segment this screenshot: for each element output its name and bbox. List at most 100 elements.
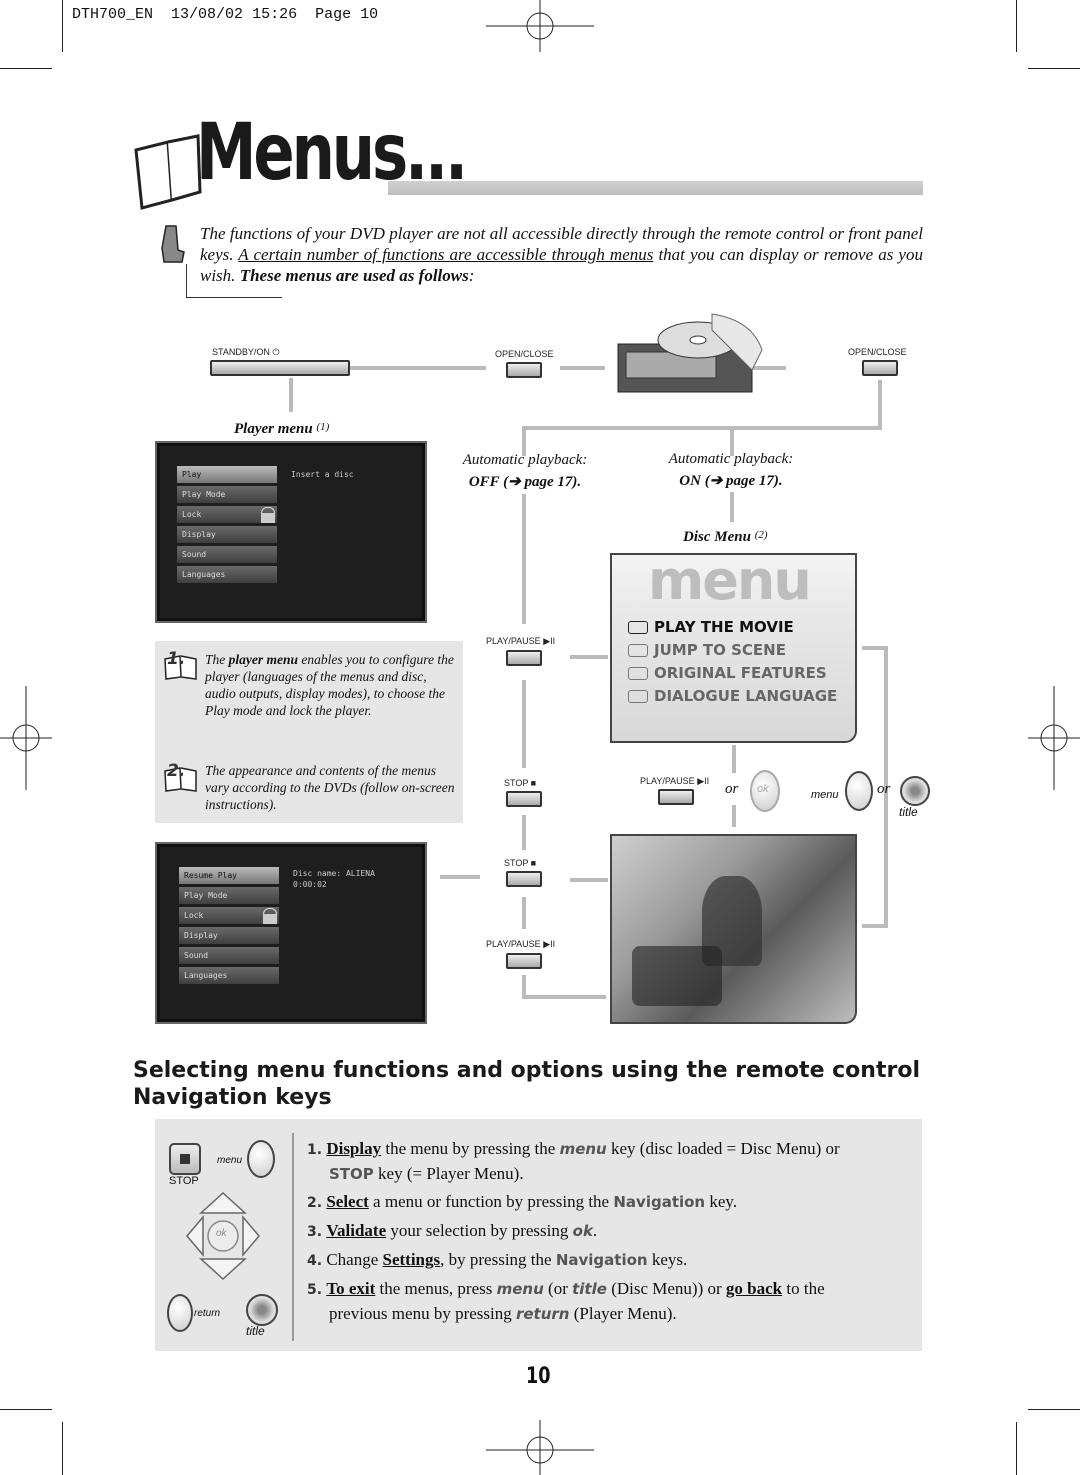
title-key-label: title [899, 805, 918, 819]
crop-mark [1016, 0, 1017, 52]
player-menu-item-languages[interactable]: Languages [179, 967, 279, 984]
disc-menu-item-dialogue-language[interactable]: DIALOGUE LANGUAGE [628, 687, 837, 705]
padlock-icon [261, 507, 275, 518]
auto-playback-on-caption: Automatic playback: ON (➔ page 17). [668, 451, 794, 489]
player-menu-item-play-mode[interactable]: Play Mode [177, 486, 277, 503]
section-heading: Selecting menu functions and options usi… [133, 1058, 920, 1110]
registration-mark-right [1028, 686, 1080, 790]
crop-mark [1028, 68, 1080, 69]
title-key-label: title [246, 1324, 265, 1338]
open-close-key-label-2: OPEN/CLOSE [848, 347, 907, 357]
player-menu-item-lock[interactable]: Lock [179, 907, 279, 924]
crop-mark [0, 68, 52, 69]
flow-arrow [522, 815, 526, 850]
player-menu-screenshot: Play Play Mode Lock Display Sound Langua… [155, 441, 427, 623]
menu-key-label: menu [811, 789, 839, 801]
selector-icon [628, 690, 648, 703]
flow-arrow [522, 680, 526, 768]
flow-arrow [730, 426, 734, 456]
flow-arrow [560, 366, 605, 370]
standby-button[interactable] [210, 360, 350, 376]
flow-arrow [752, 366, 786, 370]
flow-arrow [732, 805, 736, 827]
step-5: 5. To exit the menus, press menu (or tit… [307, 1279, 825, 1323]
title-button[interactable] [900, 776, 930, 806]
flow-arrow [522, 426, 882, 430]
play-pause-button-3[interactable] [506, 953, 542, 969]
return-key-label: return [194, 1308, 221, 1319]
step-4: 4. Change Settings, by pressing the Navi… [307, 1250, 688, 1269]
note-number: 1. [167, 649, 186, 669]
flow-arrow [570, 655, 608, 659]
disc-menu-item-original-features[interactable]: ORIGINAL FEATURES [628, 664, 827, 682]
crop-mark [62, 0, 63, 52]
stop-button[interactable] [169, 1143, 201, 1175]
movie-camera [632, 946, 722, 1006]
registration-mark-top [486, 0, 594, 52]
page-number: 10 [526, 1364, 551, 1389]
player-menu-item-resume-play[interactable]: Resume Play [179, 867, 279, 884]
play-pause-button-2[interactable] [658, 789, 694, 805]
stop-key-label: STOP [169, 1175, 199, 1187]
open-close-button-2[interactable] [862, 360, 898, 376]
play-pause-key-label-2: PLAY/PAUSE ▶II [640, 776, 710, 786]
player-menu-info: Insert a disc [291, 470, 354, 479]
disc-menu-logo: menu [648, 553, 812, 612]
menu-button[interactable] [845, 771, 873, 811]
menu-button[interactable] [247, 1140, 275, 1178]
open-close-button[interactable] [506, 362, 542, 378]
or-label: or [725, 781, 739, 797]
flow-arrow [878, 380, 882, 428]
intro-rule [186, 297, 282, 298]
player-menu-item-play-mode[interactable]: Play Mode [179, 887, 279, 904]
player-menu-item-display[interactable]: Display [177, 526, 277, 543]
auto-playback-off-caption: Automatic playback: OFF (➔ page 17). [462, 452, 588, 490]
panel-divider [292, 1133, 294, 1341]
movie-playback-image [610, 834, 857, 1024]
player-menu-item-play[interactable]: Play [177, 466, 277, 483]
book-icon [164, 655, 197, 680]
title-button[interactable] [246, 1294, 278, 1326]
intro-rule [186, 264, 187, 298]
play-pause-button[interactable] [506, 650, 542, 666]
selector-icon [628, 621, 648, 634]
ok-button[interactable]: ok [750, 770, 780, 812]
registration-mark-left [0, 686, 52, 790]
crop-mark [1028, 1409, 1080, 1410]
stop-button-2[interactable] [506, 871, 542, 887]
player-menu-item-languages[interactable]: Languages [177, 566, 277, 583]
open-close-key-label: OPEN/CLOSE [495, 349, 554, 359]
flow-arrow [730, 492, 734, 522]
disc-menu-screenshot: menu PLAY THE MOVIE JUMP TO SCENE ORIGIN… [610, 553, 857, 743]
flow-arrow [522, 975, 526, 997]
play-pause-key-label: PLAY/PAUSE ▶II [486, 636, 556, 646]
player-menu-item-display[interactable]: Display [179, 927, 279, 944]
note-1-text: The player menu enables you to configure… [205, 652, 454, 718]
standby-key-label: STANDBY/ON ⏻ [212, 347, 280, 357]
book-icon [134, 134, 202, 210]
step-3: 3. Validate your selection by pressing o… [307, 1221, 598, 1240]
crop-mark [1016, 1422, 1017, 1475]
note-2-text: The appearance and contents of the menus… [205, 763, 455, 812]
padlock-icon-body [263, 914, 277, 924]
disc-menu-item-jump-to-scene[interactable]: JUMP TO SCENE [628, 641, 786, 659]
ok-key-label: ok [216, 1228, 227, 1239]
navigation-keys-icon[interactable] [185, 1189, 261, 1283]
play-pause-key-label-3: PLAY/PAUSE ▶II [486, 939, 556, 949]
note-number: 2. [167, 761, 186, 781]
flow-arrow [570, 878, 608, 882]
step-1: 1. Display the menu by pressing the menu… [307, 1139, 840, 1183]
flow-arrow [522, 426, 526, 456]
stop-button[interactable] [506, 791, 542, 807]
return-button[interactable] [167, 1294, 193, 1332]
player-menu-item-sound[interactable]: Sound [179, 947, 279, 964]
pointing-hand-icon [161, 225, 185, 263]
player-menu-item-lock[interactable]: Lock [177, 506, 277, 523]
flow-arrow [862, 924, 888, 928]
menu-key-label: menu [217, 1155, 243, 1166]
stop-icon [180, 1154, 190, 1164]
disc-menu-item-play-movie[interactable]: PLAY THE MOVIE [628, 618, 794, 636]
selector-icon [628, 644, 648, 657]
flow-arrow [289, 378, 293, 412]
player-menu-item-sound[interactable]: Sound [177, 546, 277, 563]
